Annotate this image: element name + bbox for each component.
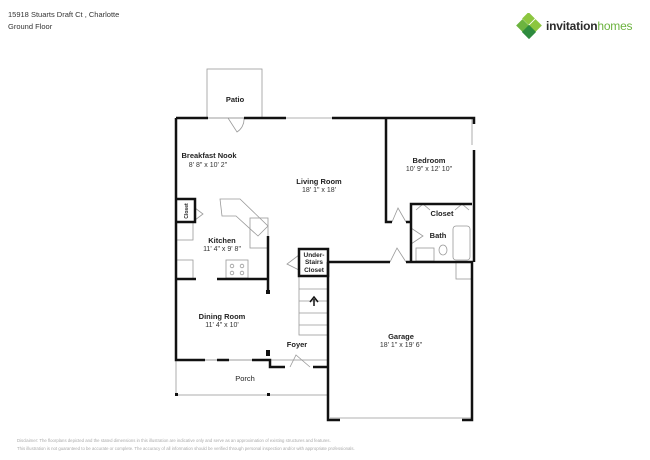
bedroom-door [391, 207, 407, 223]
toilet-icon [438, 244, 448, 256]
invitation-homes-logo: invitationhomes [516, 12, 646, 41]
patio-outline [206, 68, 263, 119]
bedroom-closet-label: Closet [431, 209, 454, 218]
bathtub-icon [452, 225, 471, 261]
garage-label: Garage [388, 332, 414, 341]
disclaimer-line-1: Disclaimer: The floorplans depicted and … [17, 438, 331, 443]
understairs-label-1: Under- [304, 252, 325, 259]
breakfast-nook-dims: 8' 8" x 10' 2" [189, 162, 228, 169]
floor-label: Ground Floor [8, 22, 53, 31]
living-room-label: Living Room [296, 177, 342, 186]
kitchen-dims: 11' 4" x 9' 8" [203, 246, 241, 253]
logo-text-primary: invitation [546, 19, 598, 33]
bedroom-dims: 10' 9" x 12' 10" [406, 166, 453, 173]
logo-text-secondary: homes [597, 19, 633, 33]
bath-label: Bath [430, 231, 447, 240]
bath-door [410, 227, 424, 245]
garage-dims: 18' 1" x 19' 6" [380, 342, 423, 349]
kitchen-counter [219, 198, 269, 237]
bedroom-label: Bedroom [413, 156, 446, 165]
walls [174, 116, 476, 422]
address-title: 15918 Stuarts Draft Ct , Charlotte [8, 10, 120, 19]
front-door [289, 354, 311, 368]
understairs-door [286, 254, 300, 271]
stove-icon [225, 259, 249, 279]
closet-door [194, 207, 204, 221]
kitchen-label: Kitchen [208, 236, 236, 245]
breakfast-nook-label: Breakfast Nook [181, 151, 237, 160]
understairs-label-2: Stairs [305, 259, 323, 266]
kitchen-closet-label: Closet [184, 203, 190, 219]
patio-label: Patio [226, 95, 245, 104]
understairs-label-3: Closet [304, 267, 325, 274]
foyer-label: Foyer [287, 340, 308, 349]
stairs-up-arrow-icon [309, 295, 319, 306]
patio-door [227, 117, 245, 133]
dining-room-dims: 11' 4" x 10' [205, 322, 238, 329]
sink-icon [415, 247, 435, 262]
logo-mark-icon [516, 12, 542, 40]
garage-entry-door [389, 247, 407, 263]
dining-room-label: Dining Room [199, 312, 246, 321]
porch-label: Porch [235, 374, 255, 383]
disclaimer-line-2: This illustration is not guaranteed to b… [17, 446, 355, 451]
living-room-dims: 18' 1" x 18' [302, 187, 336, 194]
